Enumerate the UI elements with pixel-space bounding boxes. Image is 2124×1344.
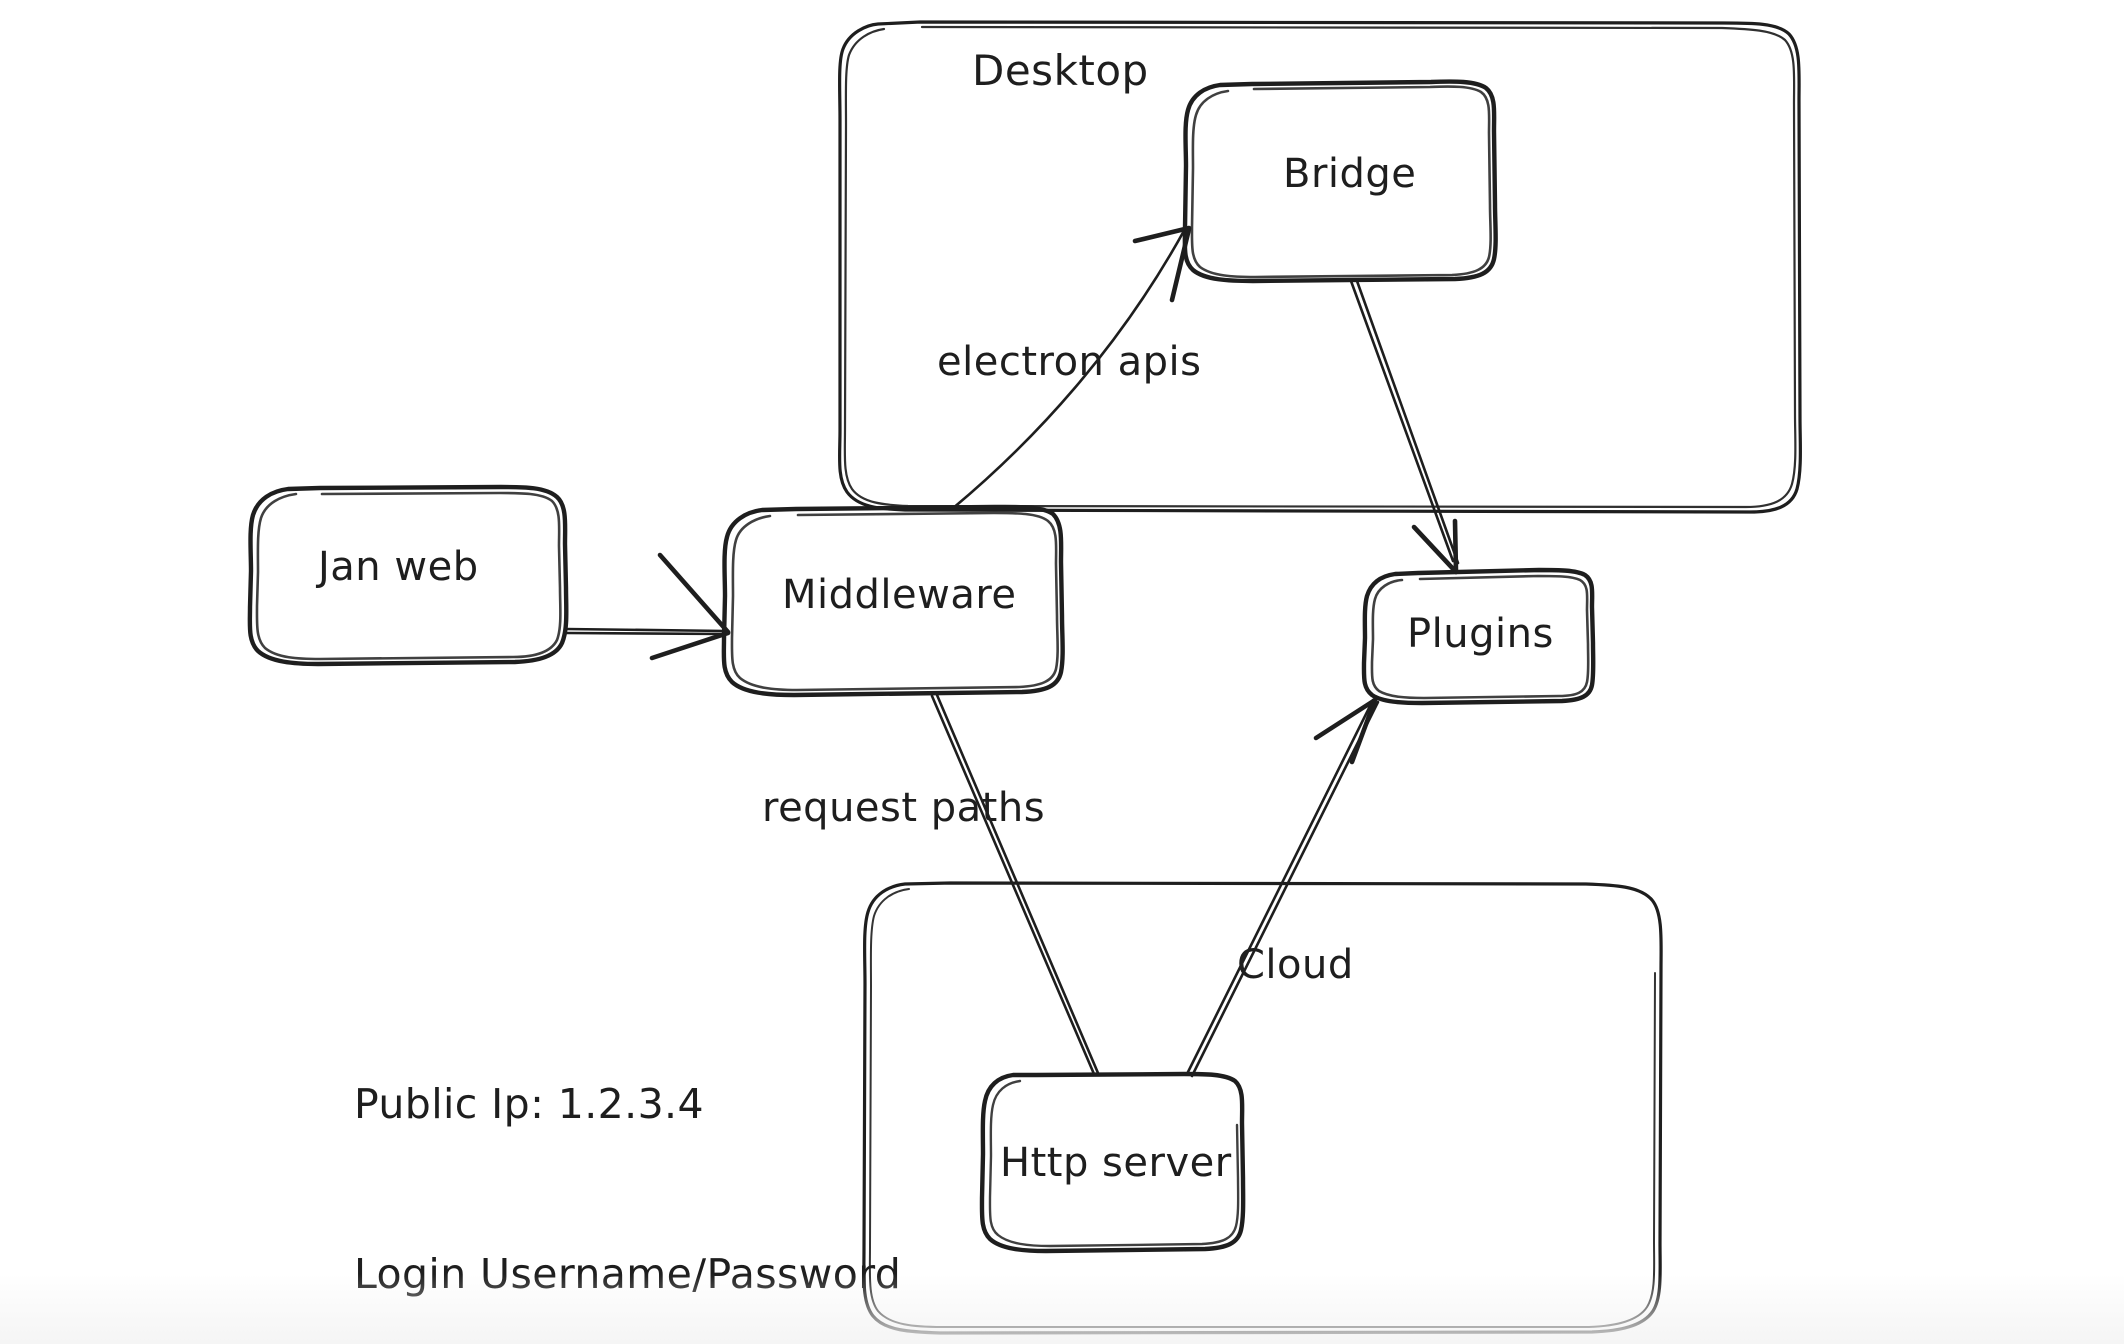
node-jan-web-shape[interactable] [247,484,569,667]
node-middleware[interactable] [724,508,1061,681]
edge-middleware-to-bridge[interactable] [950,225,1192,511]
node-bridge-shape[interactable] [1182,79,1498,284]
note-login: Login Username/Password [354,1249,902,1298]
edge-middleware-to-http-server[interactable] [930,693,1100,1076]
note-block: Public Ip: 1.2.3.4 Login Username/Passwo… [354,963,901,1344]
node-plugins-shape[interactable] [1361,567,1596,706]
edge-http-server-to-plugins[interactable] [1185,697,1380,1078]
note-public-ip: Public Ip: 1.2.3.4 [354,1080,704,1129]
node-jan-web[interactable] [250,487,557,650]
container-desktop[interactable] [837,20,1802,514]
node-http-server[interactable] [983,1073,1243,1253]
node-bridge[interactable] [1185,83,1495,277]
node-plugins[interactable] [1364,572,1593,696]
node-middleware-shape[interactable] [721,504,1065,698]
node-http-server-shape[interactable] [979,1071,1246,1254]
edge-janweb-to-middleware[interactable] [564,552,731,661]
edge-bridge-to-plugins[interactable] [1349,279,1460,575]
